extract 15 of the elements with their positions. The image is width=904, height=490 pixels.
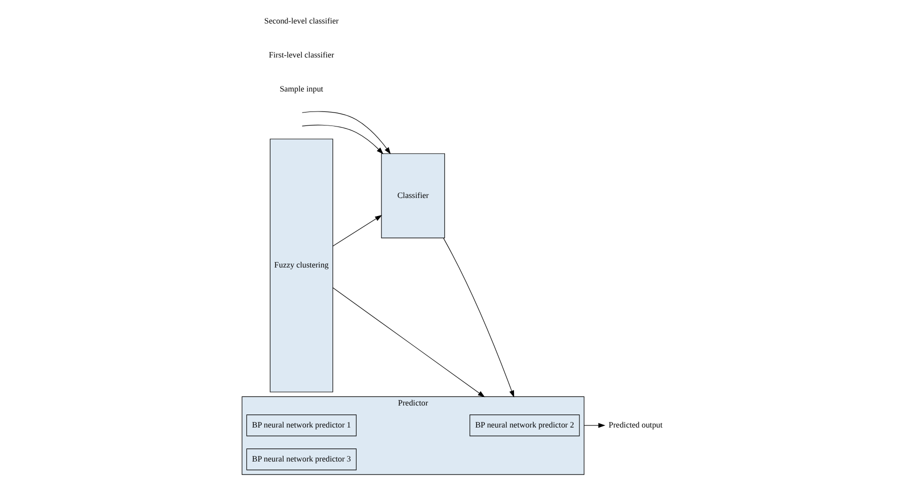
arrow: [584, 422, 606, 428]
arrow: [332, 287, 485, 398]
node-text: Predicted output: [608, 420, 663, 430]
label: First-level classifier: [268, 50, 334, 60]
arrow: [332, 215, 382, 246]
node-box: Classifier: [381, 153, 445, 238]
arrow: [302, 111, 391, 154]
node-box: BP neural network predictor 1: [246, 414, 357, 436]
node-box: BP neural network predictor 2: [470, 414, 580, 436]
arrow: [302, 124, 384, 154]
label: Second-level classifier: [264, 16, 339, 26]
label: Sample input: [280, 84, 324, 94]
arrow: [443, 238, 514, 398]
node-box: BP neural network predictor 3: [246, 448, 357, 470]
node-box: Fuzzy clustering: [270, 138, 334, 392]
